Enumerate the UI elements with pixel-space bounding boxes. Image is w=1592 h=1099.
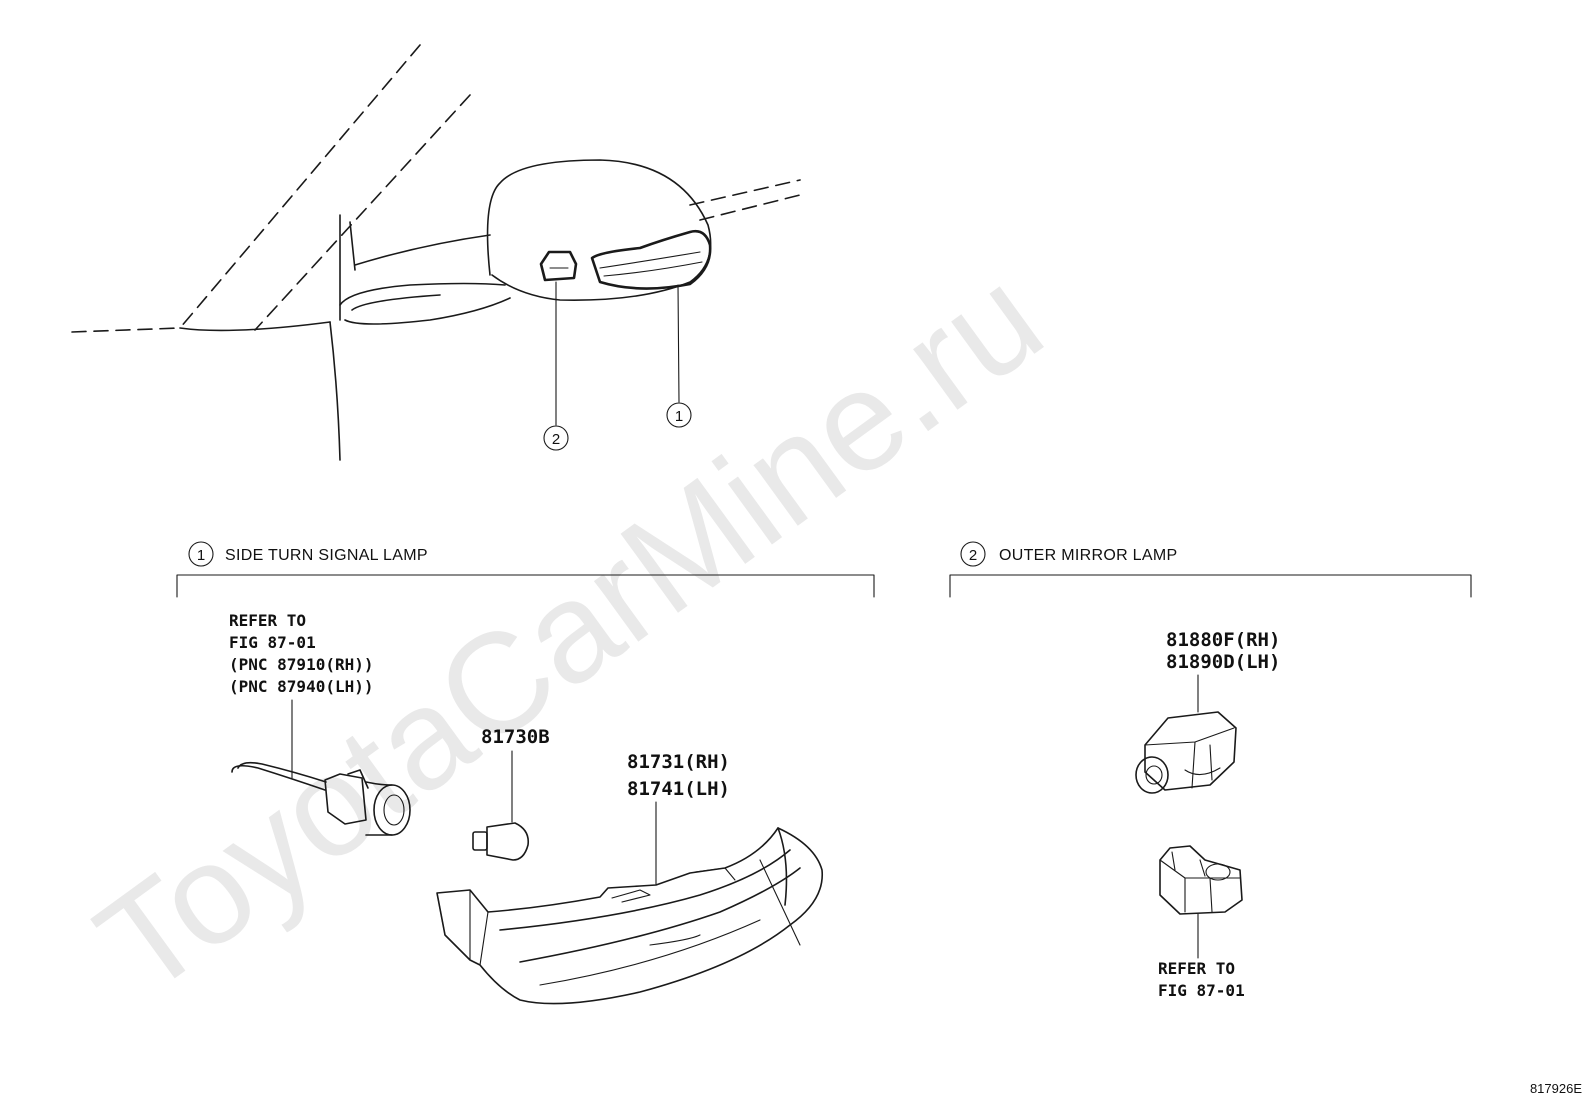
svg-text:FIG 87-01: FIG 87-01 <box>1158 981 1245 1000</box>
section-outer-mirror-lamp: 2 OUTER MIRROR LAMP <box>949 541 1472 598</box>
svg-text:REFER TO: REFER TO <box>229 611 306 630</box>
part-number-bulb: 81730B <box>481 726 550 748</box>
section-1-title: SIDE TURN SIGNAL LAMP <box>225 547 428 564</box>
side-turn-signal-lens <box>436 827 823 1005</box>
bulb-socket <box>231 761 411 836</box>
figure-code: 817926E <box>1530 1081 1582 1096</box>
part-number-lens-rh: 81731(RH) <box>627 751 730 773</box>
callout-2: 2 <box>552 431 560 448</box>
svg-text:FIG 87-01: FIG 87-01 <box>229 633 316 652</box>
outer-mirror-lamp <box>1135 711 1237 794</box>
svg-text:REFER TO: REFER TO <box>1158 959 1235 978</box>
svg-text:(PNC 87940(LH)): (PNC 87940(LH)) <box>229 677 374 696</box>
part-number-lamp-rh: 81880F(RH) <box>1166 629 1280 651</box>
housing-reference-note: REFER TO FIG 87-01 <box>1158 959 1245 1000</box>
section-1-number: 1 <box>197 547 205 564</box>
part-number-lamp-lh: 81890D(LH) <box>1166 651 1280 673</box>
svg-text:(PNC 87910(RH)): (PNC 87910(RH)) <box>229 655 374 674</box>
part-number-lens-lh: 81741(LH) <box>627 778 730 800</box>
section-2-title: OUTER MIRROR LAMP <box>999 547 1177 564</box>
callout-1: 1 <box>675 408 683 425</box>
lamp-housing <box>1159 845 1243 959</box>
section-side-turn-signal: 1 SIDE TURN SIGNAL LAMP <box>176 541 875 598</box>
section-2-number: 2 <box>969 547 977 564</box>
socket-reference-note: REFER TO FIG 87-01 (PNC 87910(RH)) (PNC … <box>229 611 374 779</box>
mirror-overview: 2 1 <box>71 44 801 461</box>
watermark: ToyotaCarMine.ru <box>70 238 1070 1025</box>
bulb <box>472 750 530 861</box>
